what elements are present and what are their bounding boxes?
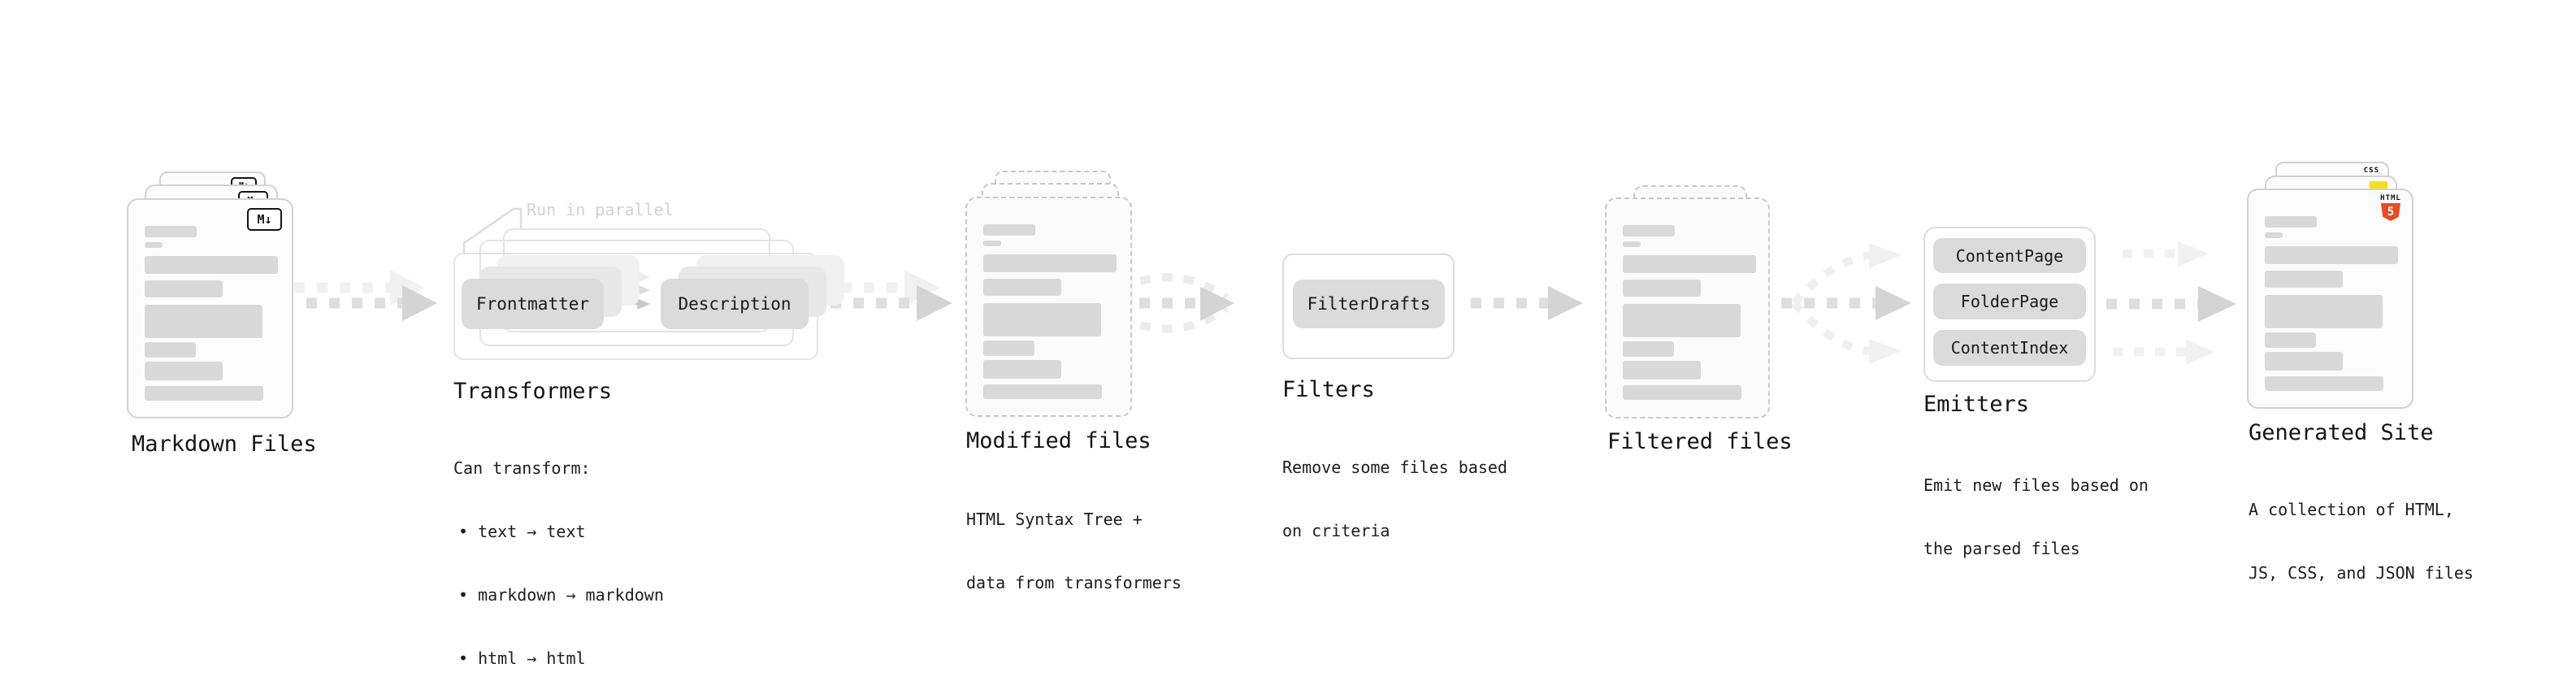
modified-files-title: Modified files (966, 428, 1151, 453)
markdown-icon: M↓ (247, 208, 282, 231)
text-line-bar (983, 279, 1061, 296)
generated-site-desc-line: A collection of HTML, (2249, 500, 2454, 519)
generated-site-title: Generated Site (2249, 420, 2434, 445)
generated-site-description: A collection of HTML, JS, CSS, and JSON … (2249, 457, 2474, 626)
text-line-bar (983, 360, 1061, 379)
emitter-contentindex-box: ContentIndex (1933, 330, 2086, 366)
modified-files-desc-line: HTML Syntax Tree + (966, 510, 1143, 529)
html5-icon-shield: 5 (2381, 203, 2400, 221)
arrow-emitters-to-site-top (2123, 241, 2209, 267)
text-line-bar (145, 280, 223, 297)
emitters-description: Emit new files based on the parsed files (1923, 432, 2149, 601)
filters-title: Filters (1282, 377, 1375, 402)
text-line-bar (1623, 361, 1701, 380)
text-line-bar (145, 305, 262, 338)
text-line-bar (145, 256, 278, 274)
text-line-bar (145, 386, 263, 401)
emitter-contentpage-box: ContentPage (1933, 238, 2086, 273)
emitters-desc-line: the parsed files (1923, 539, 2080, 558)
modified-files-desc-line: data from transformers (966, 573, 1182, 592)
text-line-bar (2265, 246, 2398, 264)
filtered-file-card-front (1605, 197, 1770, 419)
text-line-bar (2265, 376, 2383, 391)
modified-file-card-front (965, 197, 1132, 417)
text-line-bar (145, 362, 223, 380)
arrow-modified-to-filters (1138, 273, 1234, 333)
modified-files-description: HTML Syntax Tree + data from transformer… (966, 466, 1182, 635)
text-line-bar (145, 342, 196, 358)
arrow-transformers-to-modified (830, 285, 952, 321)
text-line-bar (1623, 241, 1641, 247)
text-line-bar (983, 224, 1035, 236)
arrow-filters-to-filtered (1471, 286, 1583, 320)
js-icon (2370, 181, 2387, 190)
text-line-bar (1623, 255, 1756, 273)
frontmatter-box: Frontmatter (462, 279, 604, 329)
text-line-bar (983, 254, 1117, 272)
html5-icon-number: 5 (2387, 206, 2395, 219)
filtered-files-title: Filtered files (1607, 429, 1793, 454)
emitters-title: Emitters (1923, 392, 2030, 417)
text-line-bar (983, 384, 1102, 399)
run-in-parallel-leader-line (462, 207, 523, 253)
text-line-bar (983, 340, 1034, 356)
arrow-filtered-to-emitters (1781, 243, 1911, 364)
transformers-bullet: • text → text (458, 522, 586, 541)
text-line-bar (983, 303, 1101, 336)
transformers-description: Can transform: • text → text • markdown … (453, 415, 664, 681)
text-line-bar (2265, 352, 2343, 371)
text-line-bar (2265, 216, 2317, 228)
filters-description: Remove some files based on criteria (1282, 414, 1507, 583)
transformers-title: Transformers (453, 379, 613, 404)
text-line-bar (1623, 280, 1701, 297)
markdown-files-title: Markdown Files (132, 432, 317, 457)
arrow-markdown-to-transformers (306, 285, 437, 321)
arrow-emitters-to-site-middle (2106, 286, 2236, 322)
transformers-bullet: • markdown → markdown (458, 585, 664, 605)
text-line-bar (145, 226, 197, 237)
text-line-bar (2265, 232, 2283, 238)
filterdrafts-box: FilterDrafts (1293, 280, 1445, 328)
description-box: Description (661, 279, 809, 329)
html5-icon-word: HTML (2380, 194, 2401, 202)
text-line-bar (1623, 341, 1674, 357)
markdown-file-card-front: M↓ (127, 198, 293, 419)
text-line-bar (145, 242, 163, 248)
text-line-bar (1623, 385, 1741, 400)
filters-desc-line: Remove some files based (1282, 458, 1507, 477)
arrow-markdown-to-transformers-ghost (294, 270, 425, 306)
text-line-bar (2265, 332, 2316, 348)
arrow-transformers-to-modified-ghost (818, 270, 940, 306)
text-line-bar (2265, 271, 2343, 288)
generated-site-desc-line: JS, CSS, and JSON files (2249, 563, 2474, 583)
filters-desc-line: on criteria (1282, 521, 1390, 540)
run-in-parallel-label: Run in parallel (527, 200, 674, 219)
text-line-bar (1623, 304, 1741, 337)
text-line-bar (983, 241, 1001, 246)
arrow-emitters-to-site-bottom (2113, 340, 2215, 365)
text-line-bar (1623, 225, 1675, 236)
transformers-bullet: • html → html (458, 648, 586, 668)
site-file-card-html: HTML 5 (2247, 189, 2413, 409)
transformers-desc-heading: Can transform: (453, 458, 591, 478)
emitters-desc-line: Emit new files based on (1923, 475, 2149, 495)
html5-icon: HTML 5 (2380, 194, 2401, 221)
emitter-folderpage-box: FolderPage (1933, 284, 2086, 319)
text-line-bar (2265, 295, 2383, 328)
